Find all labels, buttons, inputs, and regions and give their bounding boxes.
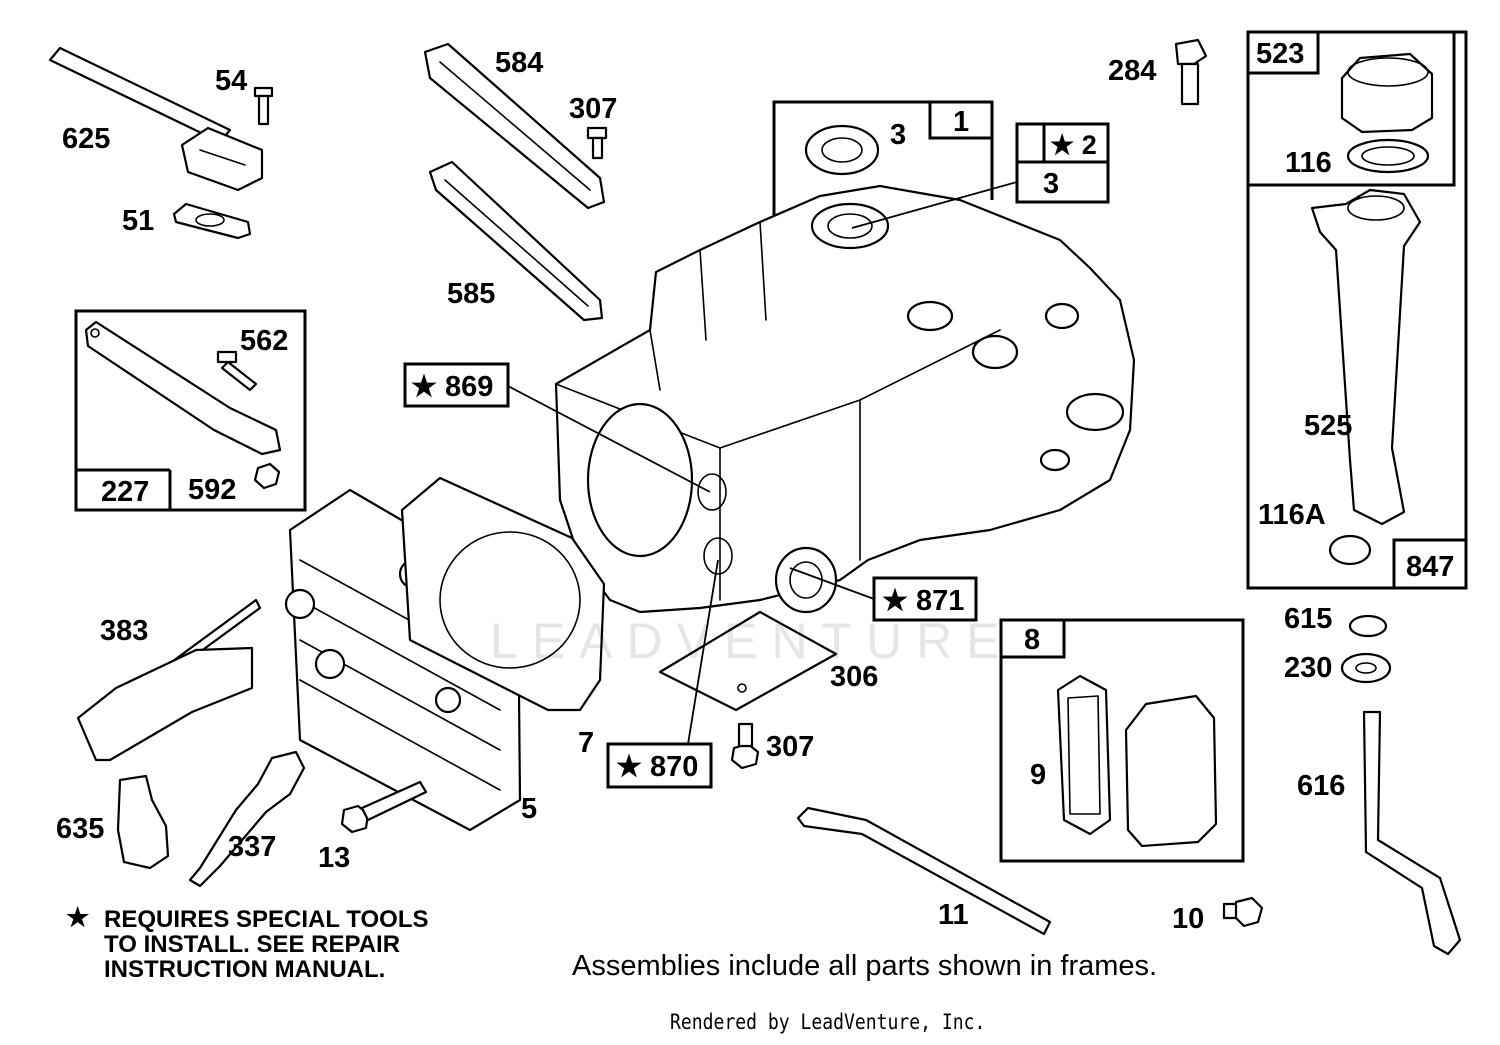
governor-lever-part[interactable] [84, 320, 282, 456]
spark-plug-part[interactable] [188, 750, 306, 888]
label-871: ★ 871 [882, 585, 964, 617]
label-847: 847 [1406, 551, 1454, 583]
label-116a: 116A [1258, 499, 1326, 531]
label-585: 585 [447, 278, 495, 310]
screw-284-part[interactable] [1174, 38, 1208, 106]
gasket-584-part[interactable] [423, 42, 606, 210]
label-870: ★ 870 [616, 751, 698, 783]
label-584: 584 [495, 47, 543, 79]
label-337: 337 [228, 831, 276, 863]
label-3a: 3 [890, 119, 906, 151]
label-116: 116 [1285, 147, 1332, 179]
oil-seal-part[interactable] [804, 124, 880, 176]
label-523: 523 [1256, 38, 1304, 70]
gasket-9-part[interactable] [1056, 674, 1112, 836]
dipstick-cap-part[interactable] [1340, 52, 1434, 134]
link-616-part[interactable] [1362, 710, 1462, 956]
nut-592-part[interactable] [253, 462, 281, 490]
plate-306-part[interactable] [658, 610, 838, 712]
head-gasket-part[interactable] [400, 476, 606, 712]
label-625: 625 [62, 123, 110, 155]
dipstick-tube-part[interactable] [1310, 188, 1422, 526]
label-2: ★ 2 [1050, 130, 1097, 160]
label-54: 54 [215, 65, 247, 97]
label-284: 284 [1108, 55, 1156, 87]
callout-box-870 [606, 742, 713, 789]
cylinder-block-part[interactable] [554, 184, 1136, 614]
rendered-by-footer: Rendered by LeadVenture, Inc. [670, 1010, 986, 1034]
frame-8 [999, 618, 1245, 863]
label-592: 592 [188, 474, 236, 506]
label-10: 10 [1172, 903, 1204, 935]
label-1: 1 [953, 106, 969, 138]
nut-615-part[interactable] [1348, 614, 1388, 638]
screw-307b-part[interactable] [730, 722, 760, 770]
label-9: 9 [1030, 759, 1046, 791]
label-306: 306 [830, 661, 878, 693]
gasket-51-part[interactable] [172, 202, 252, 240]
screw-307a-part[interactable] [586, 126, 608, 160]
label-11: 11 [938, 899, 969, 931]
label-3b: 3 [1043, 168, 1059, 200]
washer-230-part[interactable] [1340, 652, 1392, 684]
special-tools-text: REQUIRES SPECIAL TOOLS TO INSTALL. SEE R… [104, 906, 429, 983]
label-307b: 307 [766, 731, 814, 763]
label-525: 525 [1304, 410, 1352, 442]
rod-383-part[interactable] [76, 598, 262, 762]
star-icon: ★ [66, 902, 90, 932]
rod-11-part[interactable] [796, 806, 1052, 936]
label-8: 8 [1024, 624, 1040, 656]
label-7: 7 [578, 727, 594, 759]
o-ring-116a-part[interactable] [1328, 534, 1372, 566]
label-230: 230 [1284, 652, 1332, 684]
screw-10-part[interactable] [1222, 896, 1264, 928]
breather-tube-part[interactable] [48, 46, 264, 192]
gasket-585-part[interactable] [428, 160, 604, 322]
label-616: 616 [1297, 770, 1345, 802]
screw-13-part[interactable] [340, 780, 428, 834]
o-ring-116-part[interactable] [1346, 138, 1430, 174]
boot-635-part[interactable] [116, 774, 170, 870]
breather-cover-part[interactable] [1124, 694, 1218, 848]
label-869: ★ 869 [411, 371, 493, 403]
frame-523 [1246, 30, 1456, 187]
frame-227 [74, 309, 307, 512]
label-51: 51 [122, 205, 154, 237]
frame-1 [772, 100, 994, 215]
screw-562-part[interactable] [216, 350, 258, 392]
label-307a: 307 [569, 93, 617, 125]
label-615: 615 [1284, 603, 1332, 635]
special-tools-note: ★ REQUIRES SPECIAL TOOLS TO INSTALL. SEE… [66, 904, 490, 983]
label-227: 227 [101, 476, 149, 508]
label-562: 562 [240, 325, 288, 357]
label-635: 635 [56, 813, 104, 845]
assemblies-note: Assemblies include all parts shown in fr… [572, 950, 1158, 982]
label-13: 13 [318, 842, 350, 874]
label-383: 383 [100, 615, 148, 647]
screw-54-part[interactable] [253, 86, 274, 126]
label-5: 5 [521, 793, 537, 825]
callout-box-869 [403, 362, 510, 408]
